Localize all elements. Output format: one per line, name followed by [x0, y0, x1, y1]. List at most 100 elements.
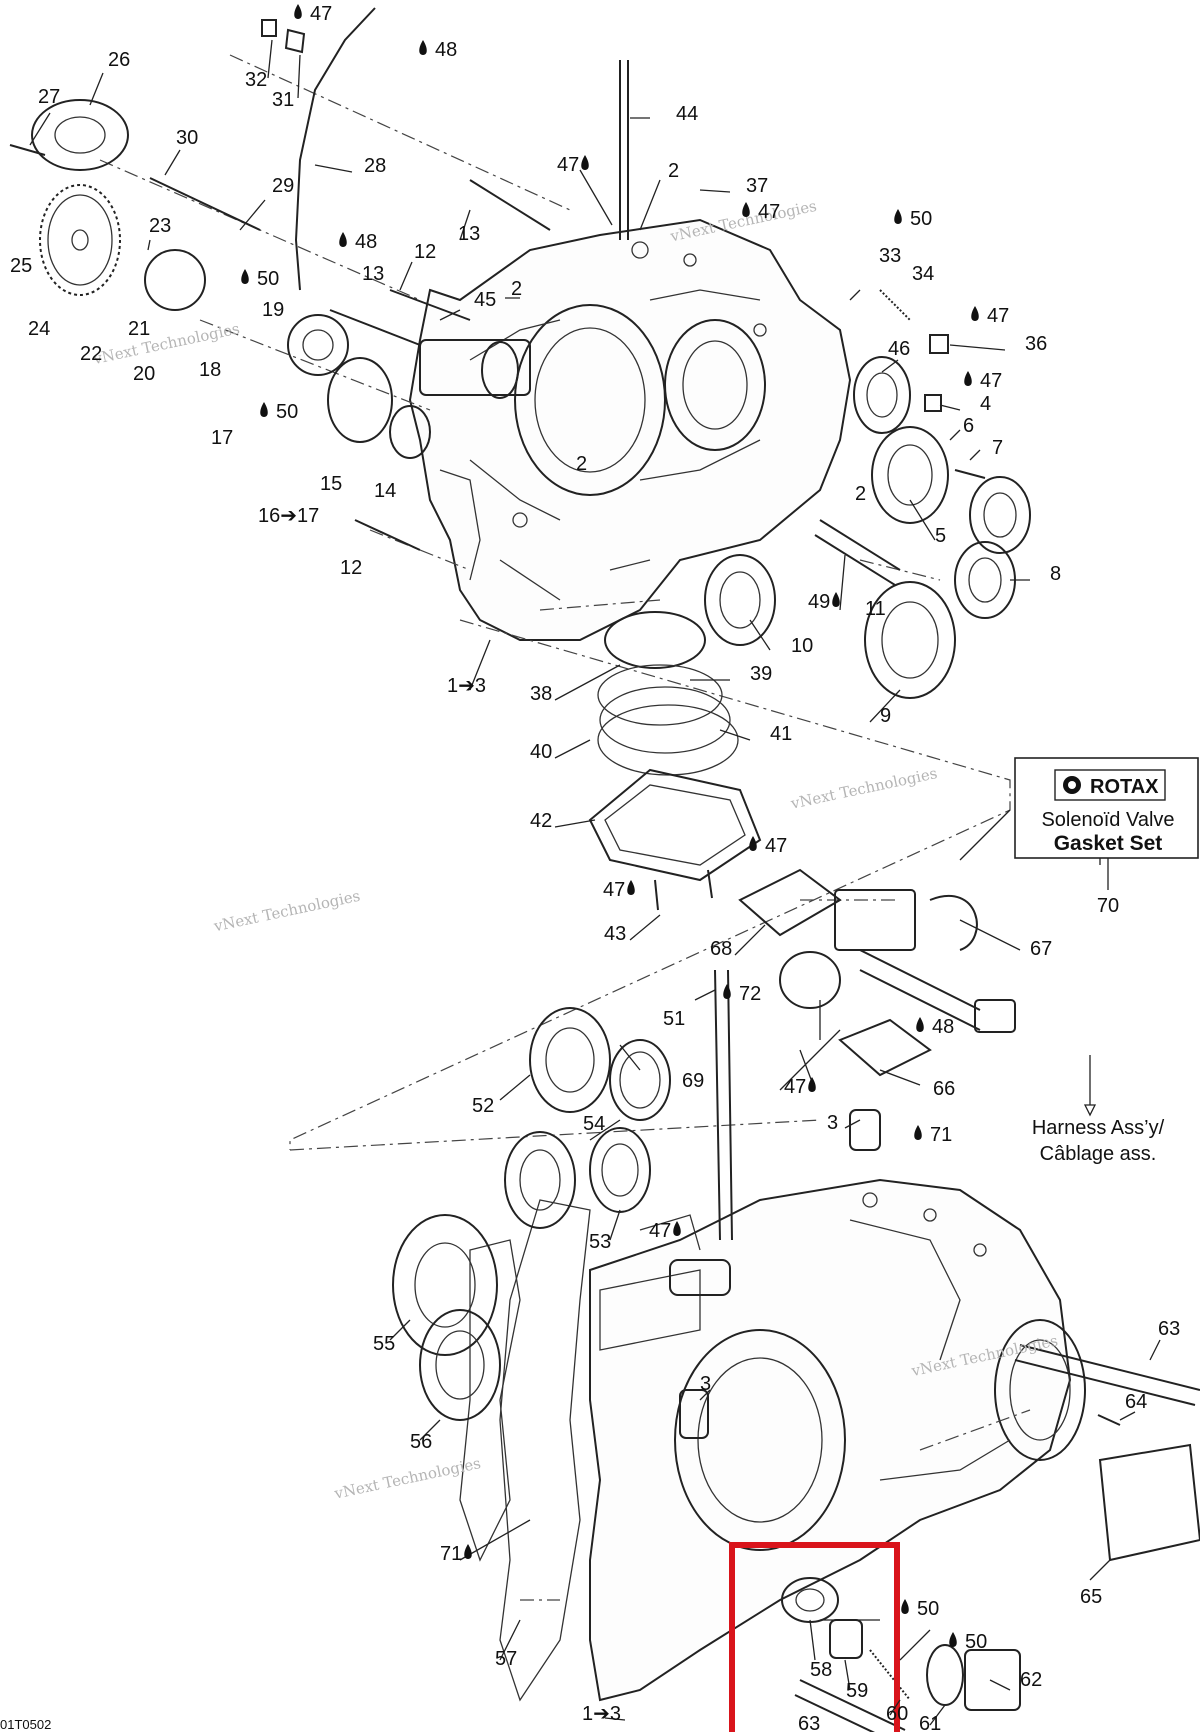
callout-47: 47 — [603, 879, 635, 901]
callout-17: 17 — [211, 427, 233, 449]
callout-number: 69 — [682, 1070, 704, 1092]
oil-drop-icon — [949, 1632, 957, 1647]
svg-text:Câblage ass.: Câblage ass. — [1040, 1143, 1157, 1165]
oil-drop-icon — [464, 1544, 472, 1559]
callout-number: 47 — [557, 154, 579, 176]
callout-number: 33 — [879, 245, 901, 267]
callout-25: 25 — [10, 255, 32, 277]
callout-72: 72 — [723, 983, 761, 1005]
callout-2: 2 — [576, 453, 587, 475]
callout-48: 48 — [419, 39, 457, 61]
callout-number: 6 — [963, 415, 974, 437]
callout-number: 50 — [965, 1631, 987, 1653]
callout-64: 64 — [1125, 1391, 1147, 1413]
callout-number: 47 — [649, 1220, 671, 1242]
callout-7: 7 — [992, 437, 1003, 459]
callout-number: 47 — [765, 835, 787, 857]
callout-33: 33 — [879, 245, 901, 267]
callout-number: 47 — [603, 879, 625, 901]
callout-3: 3 — [700, 1373, 711, 1395]
callout-2: 2 — [855, 483, 866, 505]
callout-34: 34 — [912, 263, 934, 285]
callout-44: 44 — [676, 103, 698, 125]
callout-number: 1➔3 — [582, 1703, 621, 1725]
lower-small-parts — [392, 1007, 1200, 1562]
callout-47: 47 — [649, 1220, 681, 1242]
callout-number: 8 — [1050, 563, 1061, 585]
callout-61: 61 — [919, 1713, 941, 1732]
callout-23: 23 — [149, 215, 171, 237]
callout-number: 48 — [435, 39, 457, 61]
callout-number: 19 — [262, 299, 284, 321]
callout-number: 31 — [272, 89, 294, 111]
callout-number: 49 — [808, 591, 830, 613]
oil-drop-icon — [723, 984, 731, 999]
callout-number: 28 — [364, 155, 386, 177]
callout-number: 43 — [604, 923, 626, 945]
callout-number: 40 — [530, 741, 552, 763]
oil-drop-icon — [260, 402, 268, 417]
callout-number: 7 — [992, 437, 1003, 459]
callout-47: 47 — [971, 305, 1009, 327]
upper-crankcase-half — [408, 218, 852, 641]
callout-60: 60 — [886, 1703, 908, 1725]
callout-50: 50 — [901, 1598, 939, 1620]
callout-41: 41 — [770, 723, 792, 745]
callout-42: 42 — [530, 810, 552, 832]
callout-number: 26 — [108, 49, 130, 71]
callout-4: 4 — [980, 393, 991, 415]
highlight-box — [729, 1542, 900, 1732]
callout-13: 13 — [362, 263, 384, 285]
callout-number: 13 — [458, 223, 480, 245]
callout-65: 65 — [1080, 1586, 1102, 1608]
callout-27: 27 — [38, 86, 60, 108]
callout-number: 68 — [710, 938, 732, 960]
callout-46: 46 — [888, 338, 910, 360]
oil-drop-icon — [419, 40, 427, 55]
callout-18: 18 — [199, 359, 221, 381]
callout-32: 32 — [245, 69, 267, 91]
callout-number: 71 — [930, 1124, 952, 1146]
oil-drop-icon — [971, 306, 979, 321]
callout-number: 20 — [133, 363, 155, 385]
callout-71: 71 — [440, 1543, 472, 1565]
callout-number: 55 — [373, 1333, 395, 1355]
callout-number: 2 — [511, 278, 522, 300]
callout-number: 53 — [589, 1231, 611, 1253]
callout-40: 40 — [530, 741, 552, 763]
callout-number: 65 — [1080, 1586, 1102, 1608]
rotax-note: ROTAX Solenoïd Valve Gasket Set 70 — [1014, 757, 1199, 917]
callout-49: 49 — [808, 591, 840, 613]
callout-number: 10 — [791, 635, 813, 657]
oil-drop-icon — [294, 4, 302, 19]
callout-2: 2 — [511, 278, 522, 300]
callout-number: 41 — [770, 723, 792, 745]
callout-number: 47 — [784, 1076, 806, 1098]
callout-number: 23 — [149, 215, 171, 237]
callout-number: 58 — [810, 1659, 832, 1681]
callout-number: 16➔17 — [258, 505, 319, 527]
callout-number: 46 — [888, 338, 910, 360]
callout-39: 39 — [750, 663, 772, 685]
callout-number: 15 — [320, 473, 342, 495]
callout-number: 14 — [374, 480, 396, 502]
callout-number: 63 — [1158, 1318, 1180, 1340]
svg-text:vNext Technologies: vNext Technologies — [211, 887, 361, 936]
callout-number: 54 — [583, 1113, 605, 1135]
callout-71: 71 — [914, 1124, 952, 1146]
callout-number: 64 — [1125, 1391, 1147, 1413]
svg-text:vNext Technologies: vNext Technologies — [788, 764, 938, 813]
callout-number: 32 — [245, 69, 267, 91]
callout-20: 20 — [133, 363, 155, 385]
callout-number: 44 — [676, 103, 698, 125]
callout-38: 38 — [530, 683, 552, 705]
callout-66: 66 — [933, 1078, 955, 1100]
svg-text:70: 70 — [1097, 895, 1119, 917]
callout-24: 24 — [28, 318, 50, 340]
callout-number: 3 — [827, 1112, 838, 1134]
oil-pipe — [294, 7, 376, 291]
callout-number: 62 — [1020, 1669, 1042, 1691]
callout-58: 58 — [810, 1659, 832, 1681]
callout-number: 61 — [919, 1713, 941, 1732]
